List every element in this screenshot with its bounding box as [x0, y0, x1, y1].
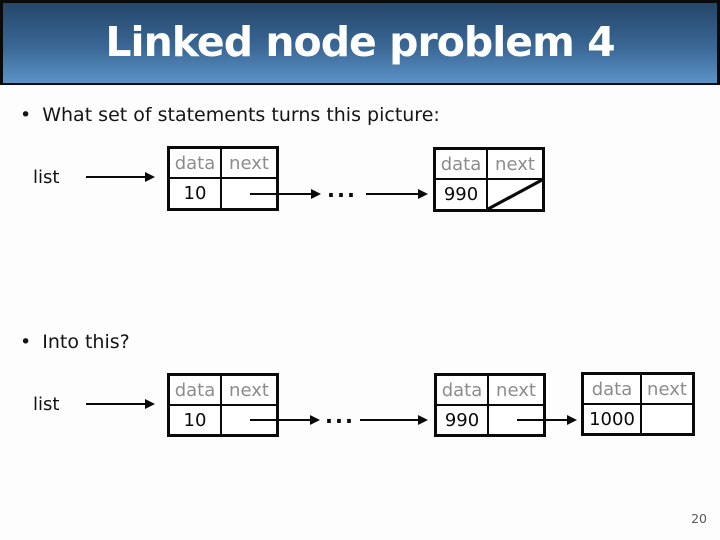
bullet-before-text: What set of statements turns this pictur…: [42, 104, 440, 126]
node-before-last: data next 990: [433, 147, 545, 212]
list-label: list: [33, 394, 60, 415]
bullet-after: • Into this?: [20, 331, 130, 355]
arrow-next-pointer: [250, 415, 320, 425]
arrow-next-pointer: [250, 189, 321, 199]
bullet-dot: •: [20, 104, 32, 126]
node-header-next: next: [489, 376, 543, 406]
arrow-ellipsis-to-node: [366, 189, 428, 199]
bullet-before: • What set of statements turns this pict…: [20, 104, 440, 128]
node-data-value: 990: [436, 180, 488, 209]
slide-title: Linked node problem 4: [105, 17, 615, 66]
arrow-list-to-node: [86, 172, 155, 182]
bullet-after-text: Into this?: [42, 331, 130, 353]
node-header-data: data: [436, 150, 488, 180]
null-diagonal-icon: [488, 180, 542, 209]
node-after-first: data next 10: [167, 373, 279, 437]
title-banner: Linked node problem 4: [0, 0, 720, 85]
node-next-cell: [642, 405, 692, 433]
ellipsis: ...: [325, 404, 355, 428]
bullet-dot: •: [20, 331, 32, 353]
node-header-data: data: [170, 376, 222, 406]
node-header-data: data: [584, 375, 642, 405]
arrow-list-to-node: [86, 399, 155, 409]
node-header-next: next: [222, 149, 276, 179]
node-header-next: next: [222, 376, 276, 406]
node-header-data: data: [437, 376, 489, 406]
arrow-next-pointer: [517, 415, 577, 425]
page-number: 20: [691, 511, 707, 526]
node-data-value: 1000: [584, 405, 642, 433]
ellipsis: ...: [327, 178, 357, 202]
node-header-data: data: [170, 149, 222, 179]
node-before-first: data next 10: [167, 146, 279, 211]
node-next-cell: [488, 180, 542, 209]
node-after-middle: data next 990: [434, 373, 546, 437]
node-data-value: 10: [170, 179, 222, 208]
node-header-next: next: [642, 375, 692, 405]
node-header-next: next: [488, 150, 542, 180]
list-label: list: [33, 167, 60, 188]
arrow-ellipsis-to-node: [360, 415, 428, 425]
node-after-last: data next 1000: [581, 372, 695, 436]
node-data-value: 990: [437, 406, 489, 434]
node-data-value: 10: [170, 406, 222, 434]
